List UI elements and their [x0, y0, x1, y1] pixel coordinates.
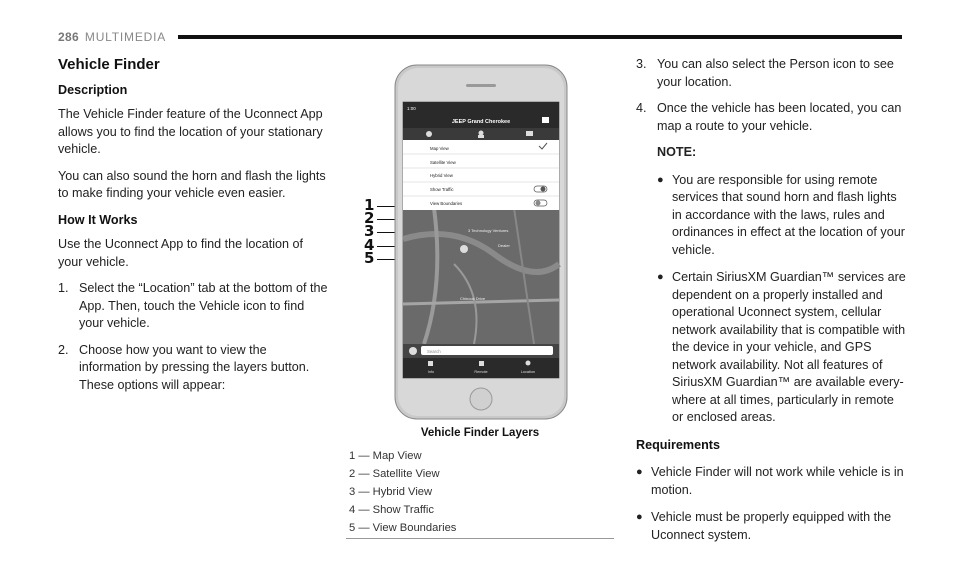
phone-time: 1:00: [407, 106, 416, 111]
step-number: 4.: [636, 101, 647, 115]
note-text: Certain SiriusXM Guardian™ services are …: [672, 270, 906, 424]
requirement-bullet: ● Vehicle must be properly equipped with…: [636, 509, 906, 544]
legend-item: 1 — Map View: [349, 450, 422, 462]
step-number: 2.: [58, 342, 69, 357]
note-label: NOTE:: [657, 145, 697, 159]
step-item: 1. Select the “Location” tab at the bott…: [58, 280, 328, 333]
callout-5: 5: [364, 249, 375, 267]
figure-legend: 1 — Map View 2 — Satellite View 3 — Hybr…: [346, 447, 614, 537]
step-text: Select the “Location” tab at the bottom …: [79, 281, 328, 330]
step-text: Choose how you want to view the informat…: [79, 342, 310, 392]
menu-satellite-view: Satellite View: [430, 160, 457, 165]
bullet-icon: ●: [657, 173, 664, 186]
step-number: 1.: [58, 281, 69, 295]
phone-illustration: 1:00 JEEP Grand Cherokee 3 Technology Ve…: [394, 64, 568, 420]
menu-hybrid-view: Hybrid View: [430, 173, 454, 178]
note-bullet: ● You are responsible for using remote s…: [657, 172, 906, 260]
page-number: 286: [58, 30, 79, 44]
legend-item: 4 — Show Traffic: [349, 504, 434, 516]
map-label-3: Chinook Drive: [460, 296, 486, 301]
note-text: You are responsible for using remote ser…: [672, 172, 905, 257]
vehicle-finder-figure: 1 2 3 4 5 1:00 JEEP Grand Cherokee: [346, 60, 614, 440]
legend-item: 3 — Hybrid View: [349, 486, 433, 498]
legend-item: 2 — Satellite View: [349, 468, 440, 480]
note-bullet: ● Certain SiriusXM Guardian™ services ar…: [657, 269, 906, 427]
how-it-works-heading: How It Works: [58, 212, 138, 227]
step-text: Once the vehicle has been located, you c…: [657, 101, 902, 133]
tab-info: Info: [428, 370, 434, 374]
article-title: Vehicle Finder: [58, 56, 160, 73]
step-item: 2. Choose how you want to view the infor…: [58, 342, 328, 395]
header-rule: [178, 35, 902, 39]
callout-3: 3: [364, 222, 375, 240]
requirement-text: Vehicle must be properly equipped with t…: [651, 510, 892, 542]
legend-rule: [346, 538, 614, 539]
bullet-icon: ●: [636, 466, 643, 478]
map-label-2: Dealer: [498, 243, 510, 248]
requirements-heading: Requirements: [636, 437, 720, 452]
requirement-text: Vehicle Finder will not work while vehic…: [651, 465, 904, 497]
legend-item: 5 — View Boundaries: [349, 522, 457, 534]
description-paragraph-1: The Vehicle Finder feature of the Uconne…: [58, 107, 323, 156]
bullet-icon: ●: [636, 511, 643, 523]
menu-show-traffic: Show Traffic: [430, 187, 454, 192]
callout-4: 4: [364, 236, 375, 254]
description-paragraph-2: You can also sound the horn and flash th…: [58, 168, 326, 201]
section-title: MULTIMEDIA: [84, 30, 167, 44]
requirement-bullet: ● Vehicle Finder will not work while veh…: [636, 464, 906, 499]
page-header: 286 MULTIMEDIA: [58, 28, 902, 46]
callout-2: 2: [364, 209, 375, 227]
tab-location: Location: [521, 370, 535, 374]
layer-menu: Map View Satellite View Hybrid View Show…: [403, 142, 559, 207]
step-text: You can also select the Person icon to s…: [657, 57, 894, 89]
right-column: 3. You can also select the Person icon t…: [636, 56, 906, 554]
left-column: Vehicle Finder Description The Vehicle F…: [58, 52, 328, 403]
phone-title: JEEP Grand Cherokee: [452, 119, 510, 125]
bullet-icon: ●: [657, 271, 664, 283]
callout-1: 1: [364, 196, 375, 214]
menu-view-boundaries: View Boundaries: [430, 201, 462, 206]
menu-map-view: Map View: [430, 146, 450, 151]
tab-remote: Remote: [474, 370, 487, 374]
search-placeholder: Search: [427, 349, 441, 354]
note-bullets: ● You are responsible for using remote s…: [657, 172, 906, 427]
step-item: 3. You can also select the Person icon t…: [636, 56, 906, 91]
how-it-works-paragraph: Use the Uconnect App to find the locatio…: [58, 237, 304, 269]
description-heading: Description: [58, 82, 128, 97]
step-number: 3.: [636, 57, 647, 71]
map-label-1: 3 Technology Ventures: [468, 228, 508, 233]
figure-caption: Vehicle Finder Layers: [420, 427, 540, 439]
step-item: 4. Once the vehicle has been located, yo…: [636, 100, 906, 135]
